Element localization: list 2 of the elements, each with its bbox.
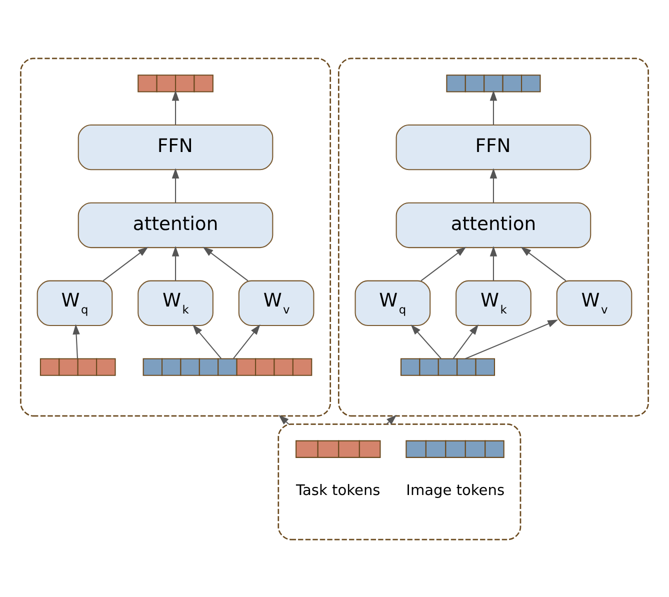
node-label: Image tokens (406, 482, 505, 499)
node-label: Task tokens (296, 482, 380, 499)
